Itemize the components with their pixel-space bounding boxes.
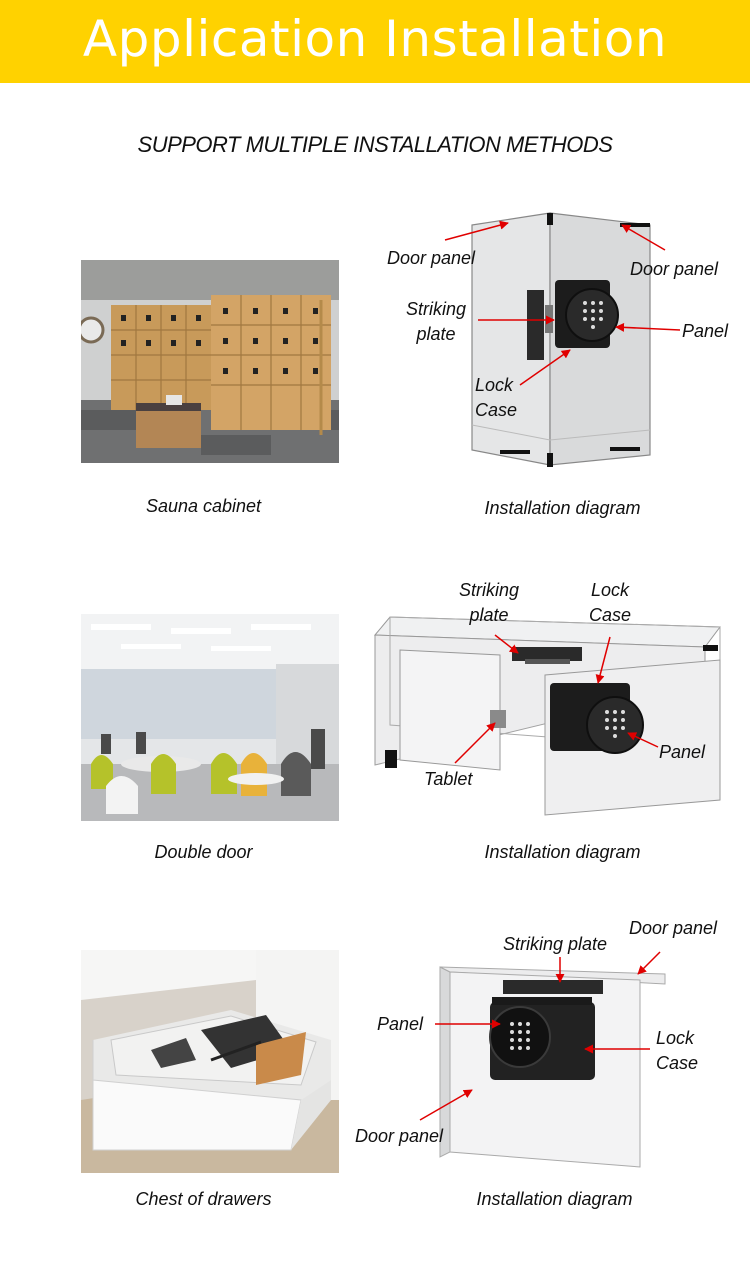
label-panel-2: Panel: [659, 742, 706, 762]
installation-diagram-2-caption: Installation diagram: [484, 842, 641, 862]
label-lock-case-3: Lock Case: [656, 1028, 699, 1073]
label-striking-plate-3: Striking plate: [503, 934, 608, 954]
label-striking-plate: Striking plate: [405, 299, 467, 344]
header-banner: Application Installation: [0, 0, 750, 83]
label-lock-case: Lock Case: [475, 375, 518, 420]
label-door-panel-top: Door panel: [629, 918, 718, 938]
section-subtitle: SUPPORT MULTIPLE INSTALLATION METHODS: [137, 132, 613, 157]
page-title: Application Installation: [82, 10, 668, 68]
double-door-photo: [81, 614, 339, 821]
label-door-panel-left: Door panel: [387, 248, 476, 268]
installation-diagram-1-caption: Installation diagram: [484, 498, 641, 518]
sauna-cabinet-photo: [81, 260, 339, 463]
double-door-caption: Double door: [154, 842, 253, 862]
label-panel: Panel: [682, 321, 729, 341]
installation-diagram-3-caption: Installation diagram: [476, 1189, 633, 1209]
installation-diagram-2: Striking plate Lock Case Panel Tablet: [360, 575, 750, 840]
label-panel-3: Panel: [377, 1014, 424, 1034]
installation-diagram-3: Door panel Striking plate Panel Lock Cas…: [355, 912, 750, 1182]
label-tablet: Tablet: [424, 769, 473, 789]
label-striking-plate-2: Striking plate: [458, 580, 520, 625]
chest-of-drawers-caption: Chest of drawers: [135, 1189, 272, 1209]
installation-diagram-1: Door panel Door panel Striking plate Pan…: [360, 195, 750, 495]
label-door-panel-bottom: Door panel: [355, 1126, 444, 1146]
label-lock-case-2: Lock Case: [588, 580, 632, 625]
label-door-panel-right: Door panel: [630, 259, 719, 279]
chest-of-drawers-photo: [81, 950, 339, 1173]
sauna-cabinet-caption: Sauna cabinet: [145, 496, 262, 516]
